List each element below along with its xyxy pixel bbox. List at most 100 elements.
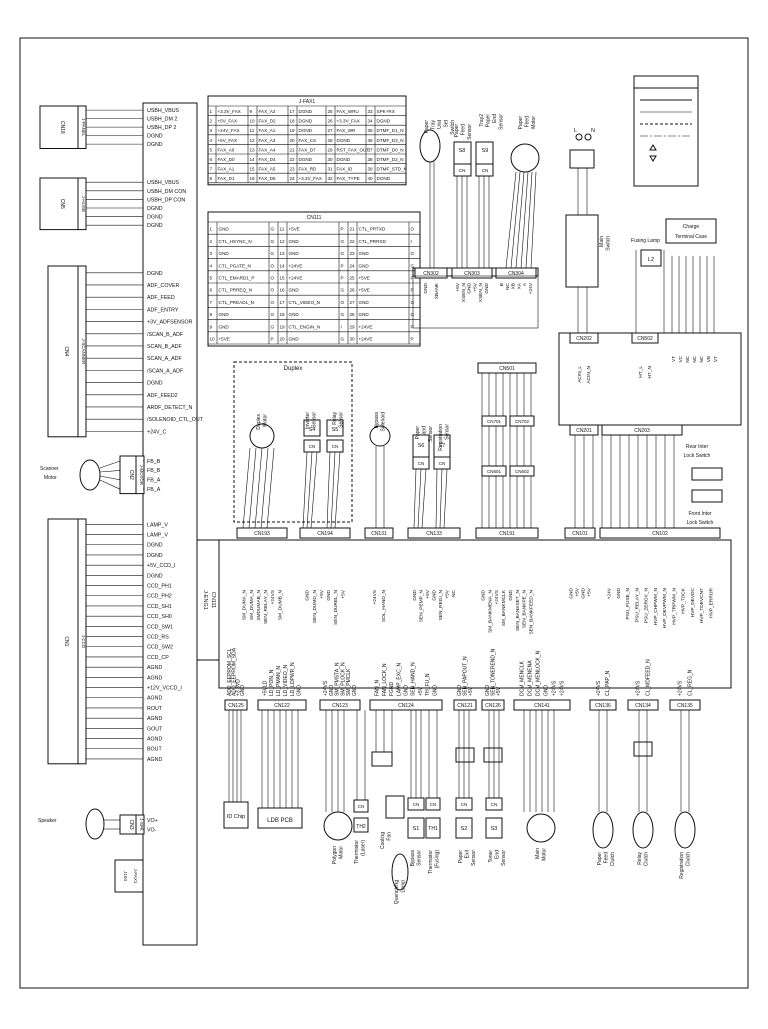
pin-label-cn5: DGND (147, 206, 163, 212)
front-lock-label: Front Inter (688, 511, 711, 517)
pin-label-cn5: USBH_DM CON (147, 189, 186, 195)
connector-cn5-plug (77, 177, 87, 231)
cn111-table-cell: 23 (350, 251, 356, 256)
front-lock-label: Lock Switch (687, 520, 714, 526)
main-motor-label: Main (535, 848, 541, 859)
fax-table-cell: RST_FAX_OUT (337, 147, 370, 152)
pin-label-cn2: FB_B (147, 459, 161, 465)
fax-table (207, 95, 407, 186)
cn304-wire (520, 171, 529, 269)
fax-table-cell: +5V_FAX (218, 119, 238, 124)
cn111-table-cell: 11 (280, 227, 285, 232)
connector-cn124-name: CN124 (398, 703, 414, 709)
fax-table-cell: +24V_FAX (218, 128, 240, 133)
connector-cn102-pin: PSU_FUSE_N (625, 587, 631, 619)
main-motor-label: Motor (542, 848, 548, 861)
fax-table-cell: 8 (210, 176, 213, 181)
paper-end-sensor-label: and (422, 426, 428, 435)
connector-cn131 (364, 527, 394, 539)
connector-cn136-pin: +24VS (596, 680, 602, 696)
charge-terminal-label: Terminal Case (675, 234, 707, 240)
connector-cn193-pin: SM_DUMB_N (277, 589, 283, 620)
cn111-table-cell: +24VE (359, 324, 373, 329)
pin-label-cn4: +24V_C (147, 429, 166, 435)
connector-cn124 (369, 699, 443, 711)
s7-cn-label: CN (439, 461, 446, 466)
pin-label-cn5: DGND (147, 223, 163, 229)
fax-table-cell: FAX_A0 (218, 147, 235, 152)
pin-label-cn4: ARDF_DETECT_N (147, 405, 192, 411)
fusing-lamp-label: Fusing Lamp (631, 238, 660, 244)
pin-label-cn1: BOUT (147, 747, 162, 753)
pin-label-cn5: USBH_VBUS (147, 180, 180, 186)
fax-table-cell: +3.3V_FAX (299, 176, 322, 181)
connector-cn101 (564, 527, 596, 539)
fax-table-cell: DGND (377, 176, 391, 181)
fax-table-cell: 28 (328, 138, 334, 143)
connector-fax1-name: J-FAX1 (133, 869, 138, 884)
connector-cn304-pin: NC (505, 282, 511, 289)
cn111-table-cell: 8 (210, 312, 213, 317)
fax-table-cell: 40 (368, 176, 374, 181)
pin-label-cn18: DGND (147, 142, 163, 148)
bypass-solenoid-label: Solenoid (381, 412, 387, 432)
paper-tray-switch-label: Set (444, 119, 450, 127)
duplex-motor-wire (260, 447, 269, 529)
connector-cn134-pin: +24VS (636, 680, 642, 696)
connector-cn133-pin: GND (432, 589, 438, 600)
fax-table-cell: 19 (290, 128, 296, 133)
pin-label-cn1: AGND (147, 696, 162, 702)
engine-board (218, 539, 732, 689)
s3-sensor (485, 817, 503, 839)
cn111-table-cell: G (411, 251, 415, 256)
connector-cn125 (224, 699, 248, 711)
connector-cn501 (477, 362, 537, 374)
speaker-icon (85, 808, 105, 840)
s1-label: S1 (413, 826, 420, 832)
l2-label: L2 (648, 257, 654, 263)
connector-cn141-pin: DCM_MENLOCK_N (536, 650, 542, 696)
connector-cn124-pin: FGND (389, 681, 395, 696)
s9-cn (475, 163, 494, 177)
connector-cn141-pin: DCM_MENCLK (520, 660, 526, 696)
s8-label: S8 (459, 148, 466, 154)
relay-clutch-label: Clutch (644, 852, 650, 866)
cn111-table-cell: 5 (210, 276, 213, 281)
connector-cn194-pin: SEN_DUREL_N (333, 589, 339, 624)
connector-cn303-pin: +5V (472, 282, 478, 291)
fax-table-cell: 29 (328, 147, 334, 152)
tray2-paper-end-label: Tray2 (479, 114, 485, 127)
cn133-wire (439, 468, 443, 529)
connector-cn501-name: CN501 (499, 366, 515, 372)
fax-table-cell: FAX_TYPE (337, 176, 360, 181)
cn111-table-cell: O (271, 288, 275, 293)
fax-table-cell: 38 (368, 157, 374, 162)
thermistor-fusing-label: (Fusing) (435, 850, 441, 869)
fax-table-cell: FAX_ID (337, 167, 354, 172)
connector-cn102-pin: +24V (607, 587, 613, 599)
connector-cn194-pin: GND (305, 589, 311, 600)
connector-cn502-pin: HT_L (638, 366, 644, 378)
connector-cn193-pin: SEN_RELAY_N (263, 589, 269, 624)
connector-cn102-pin: HVP_TOCK (681, 587, 687, 614)
connector-cn124-pin: +5V (418, 686, 424, 696)
relay-clutch-label: Relay (637, 852, 643, 865)
cn111-table-cell: +24VE (289, 263, 303, 268)
cn702-name: CN702 (515, 419, 530, 424)
fax-table-cell: DTMF_D2_N (377, 157, 404, 162)
fax-table-cell: 23 (290, 167, 296, 172)
cn111-table-cell: +5VE (359, 276, 370, 281)
th2-box (353, 817, 369, 833)
fax-table-cell: FAX_D0 (218, 157, 236, 162)
connector-cn122-pin: GND (297, 685, 303, 697)
rear-lock-label: Rear Inter (686, 444, 709, 450)
registration-clutch-label: Registration (679, 852, 685, 879)
cn111-table-cell: G (271, 227, 275, 232)
paper-feed-clutch-label: Clutch (610, 852, 616, 866)
cn111-table-cell: GND (289, 288, 300, 293)
scanner-motor-wire (99, 479, 121, 490)
line-l-label: L (574, 128, 577, 134)
cn111-table-cell: CTL_HSYNC_N (219, 239, 252, 244)
pin-label-cn1: GOUT (147, 726, 163, 732)
bypass-solenoid-label: Bypass (374, 412, 380, 429)
